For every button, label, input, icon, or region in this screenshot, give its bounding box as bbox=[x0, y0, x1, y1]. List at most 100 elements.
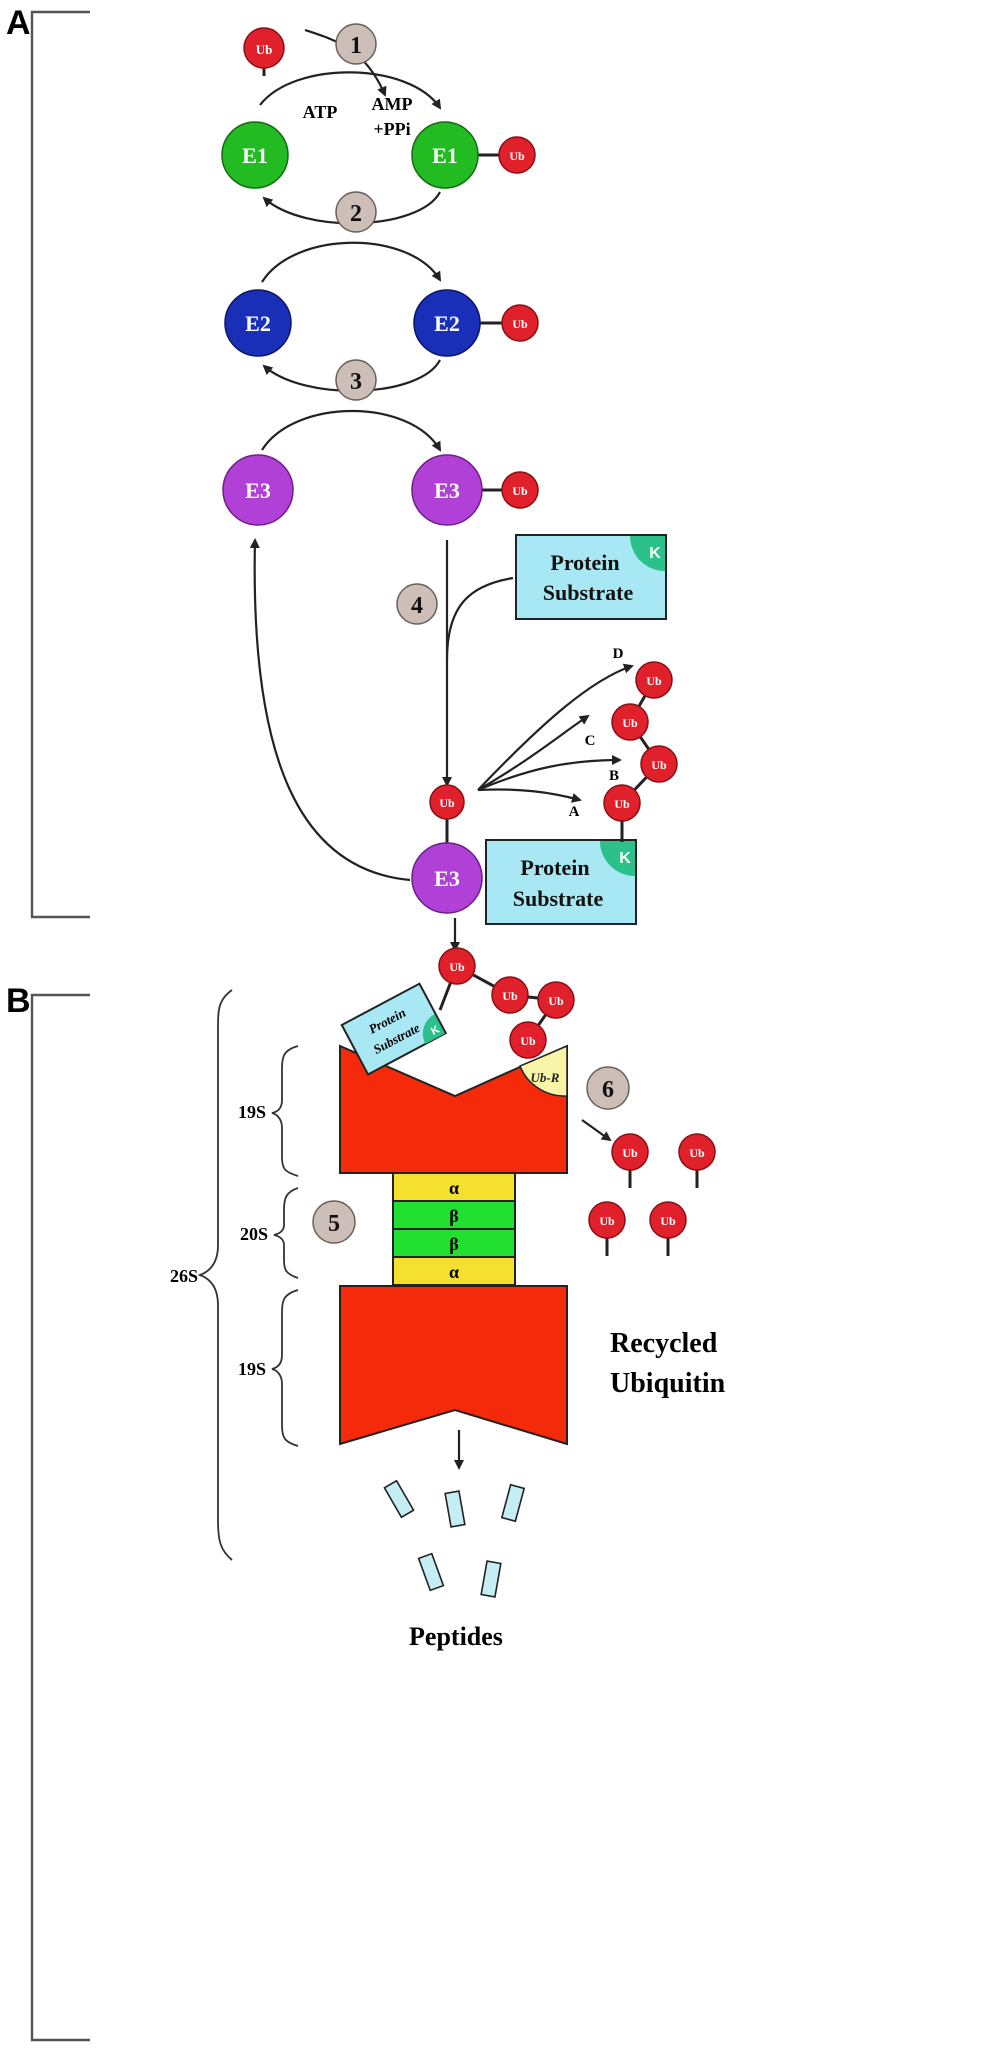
svg-text:Ub: Ub bbox=[622, 1146, 638, 1160]
svg-text:Ub: Ub bbox=[689, 1146, 705, 1160]
e1-free-node: E1 bbox=[221, 121, 289, 189]
free-ubiquitin: Ub bbox=[243, 27, 285, 76]
svg-text:Ub: Ub bbox=[614, 797, 630, 811]
panel-b-label: B bbox=[6, 982, 31, 1020]
chain-label-c: C bbox=[585, 733, 596, 749]
svg-text:α: α bbox=[449, 1262, 459, 1282]
svg-text:E1: E1 bbox=[432, 143, 458, 168]
beta-ring-top bbox=[392, 1200, 516, 1230]
label-26s: 26S bbox=[170, 1266, 198, 1286]
svg-text:Ub: Ub bbox=[599, 1214, 615, 1228]
svg-text:E3: E3 bbox=[245, 478, 271, 503]
panel-a-label: A bbox=[6, 4, 31, 42]
recycle-arrow bbox=[581, 1119, 612, 1142]
svg-text:Ub: Ub bbox=[512, 317, 528, 331]
ub-receptor: Ub-R bbox=[519, 1044, 568, 1097]
alpha-ring-top bbox=[392, 1172, 516, 1202]
step-2-badge: 2 bbox=[335, 191, 377, 233]
e2-ub-node: E2 Ub bbox=[413, 289, 539, 357]
svg-text:Protein: Protein bbox=[550, 550, 619, 575]
peptides-label: Peptides bbox=[409, 1622, 503, 1651]
svg-text:E3: E3 bbox=[434, 478, 460, 503]
svg-text:Ub: Ub bbox=[256, 42, 273, 57]
svg-text:6: 6 bbox=[602, 1077, 614, 1103]
chain-label-a: A bbox=[569, 804, 580, 820]
svg-text:Ub: Ub bbox=[502, 989, 518, 1003]
svg-text:E1: E1 bbox=[242, 143, 268, 168]
svg-text:Ub: Ub bbox=[548, 994, 564, 1008]
e1-ub-node: E1 Ub bbox=[411, 121, 536, 189]
proteasome-cap-top bbox=[339, 1044, 568, 1174]
proteasome-cap-bottom bbox=[339, 1285, 568, 1446]
step-1-badge: 1 bbox=[335, 23, 377, 65]
polyubiquitin-chain: Ub Ub Ub Ub bbox=[603, 661, 678, 842]
svg-text:4: 4 bbox=[411, 593, 423, 619]
step3-forward-arrow bbox=[261, 409, 442, 452]
e3-ub-node: E3 Ub bbox=[411, 454, 539, 526]
svg-text:K: K bbox=[619, 850, 631, 867]
panel-a-bracket bbox=[30, 10, 90, 919]
svg-text:Protein: Protein bbox=[520, 855, 589, 880]
recycled-label-line2: Ubiquitin bbox=[610, 1368, 726, 1399]
step-3-badge: 3 bbox=[335, 359, 377, 401]
chain-arrow-b bbox=[477, 755, 622, 792]
svg-text:E2: E2 bbox=[434, 311, 460, 336]
protein-substrate-box: K Protein Substrate bbox=[515, 534, 667, 620]
svg-text:Ub: Ub bbox=[651, 758, 667, 772]
svg-text:K: K bbox=[649, 545, 661, 562]
amp-label: AMP bbox=[372, 94, 413, 114]
svg-text:Ub-R: Ub-R bbox=[531, 1070, 560, 1085]
label-19s-bottom: 19S bbox=[238, 1359, 266, 1379]
ppi-label: +PPi bbox=[373, 119, 410, 139]
panel-b-bracket bbox=[30, 993, 90, 2042]
recycled-ubiquitin-group: Ub Ub Ub Ub bbox=[588, 1133, 716, 1256]
recycled-label-line1: Recycled bbox=[610, 1328, 718, 1359]
svg-text:E2: E2 bbox=[245, 311, 271, 336]
step1-arrow bbox=[259, 71, 442, 110]
svg-text:Ub: Ub bbox=[512, 484, 528, 498]
svg-text:Ub: Ub bbox=[439, 796, 455, 810]
svg-text:β: β bbox=[449, 1234, 458, 1254]
protein-substrate-box-bound: K Protein Substrate bbox=[485, 839, 637, 925]
svg-text:3: 3 bbox=[350, 369, 362, 395]
brace-20s bbox=[273, 1187, 299, 1279]
svg-text:Ub: Ub bbox=[509, 149, 525, 163]
substrate-ub-chain: Ub Ub Ub Ub bbox=[438, 947, 575, 1059]
substrate-join-line bbox=[445, 576, 514, 661]
step-6-badge: 6 bbox=[586, 1066, 630, 1110]
svg-text:Ub: Ub bbox=[520, 1034, 536, 1048]
chain-arrow-d bbox=[477, 663, 634, 791]
svg-text:1: 1 bbox=[350, 33, 362, 59]
svg-text:α: α bbox=[449, 1178, 459, 1198]
brace-19s-bottom bbox=[271, 1289, 299, 1447]
e3-free-node: E3 bbox=[222, 454, 294, 526]
svg-text:Ub: Ub bbox=[660, 1214, 676, 1228]
svg-text:β: β bbox=[449, 1206, 458, 1226]
label-20s: 20S bbox=[240, 1224, 268, 1244]
label-19s-top: 19S bbox=[238, 1102, 266, 1122]
svg-text:Ub: Ub bbox=[622, 716, 638, 730]
e3-recycle-arrow bbox=[249, 538, 411, 882]
svg-text:E3: E3 bbox=[434, 866, 460, 891]
svg-text:Ub: Ub bbox=[449, 960, 465, 974]
svg-text:5: 5 bbox=[328, 1211, 340, 1237]
svg-text:2: 2 bbox=[350, 201, 362, 227]
svg-text:Substrate: Substrate bbox=[543, 580, 634, 605]
proteasome-core: α β β α bbox=[392, 1172, 516, 1286]
step2-forward-arrow bbox=[261, 241, 442, 283]
svg-text:Substrate: Substrate bbox=[513, 886, 604, 911]
chain-label-b: B bbox=[609, 768, 619, 784]
chain-arrow-a bbox=[477, 788, 582, 803]
chain-label-d: D bbox=[613, 646, 624, 662]
svg-text:Ub: Ub bbox=[646, 674, 662, 688]
step-4-badge: 4 bbox=[396, 583, 438, 625]
chain-arrow-c bbox=[477, 714, 590, 791]
e3-substrate-complex: Ub E3 bbox=[411, 784, 483, 914]
beta-ring-bottom bbox=[392, 1228, 516, 1258]
step-5-badge: 5 bbox=[312, 1200, 356, 1244]
atp-label: ATP bbox=[303, 102, 338, 122]
brace-19s-top bbox=[271, 1045, 299, 1177]
protein-substrate-tilted: K Protein Substrate bbox=[340, 982, 448, 1076]
peptide-fragments bbox=[383, 1479, 526, 1598]
